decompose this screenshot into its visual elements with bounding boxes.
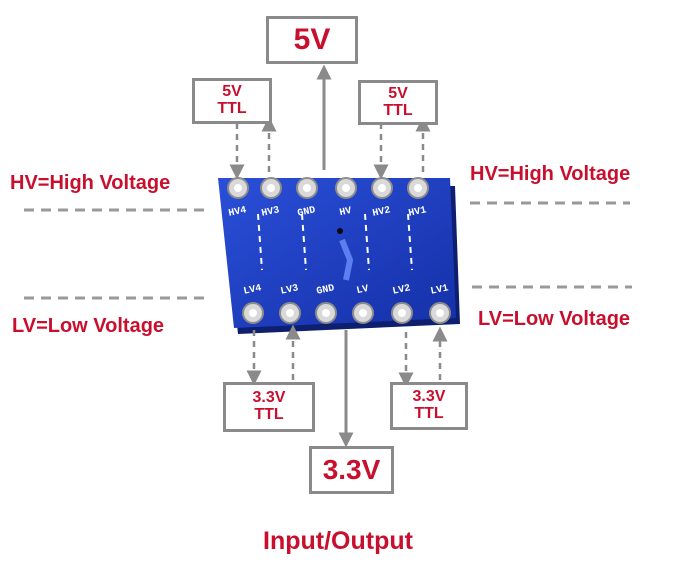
hv-ttl-left-box: 5V TTL [192, 78, 272, 124]
pin-label-bottom-lv3: LV3 [280, 283, 300, 298]
supply-3v3-box: 3.3V [309, 446, 394, 494]
pin-label-top-hv2: HV2 [372, 205, 392, 220]
hv-ttl-left-line1: 5V [222, 83, 242, 101]
pin-label-bottom-gnd: GND [316, 283, 336, 298]
lv-ttl-left-box: 3.3V TTL [223, 382, 315, 432]
lv-ttl-right-box: 3.3V TTL [390, 382, 468, 430]
supply-5v-box: 5V [266, 16, 358, 64]
hv-label-left: HV=High Voltage [10, 172, 171, 194]
pin-label-bottom-lv: LV [356, 284, 370, 297]
hv-ttl-right-line1: 5V [388, 84, 408, 102]
pin-label-top-hv3: HV3 [261, 205, 281, 220]
lv-ttl-left-line2: TTL [254, 406, 284, 423]
pin-label-top-hv1: HV1 [408, 205, 428, 220]
pin-label-top-hv: HV [339, 206, 353, 219]
lv-ttl-right-line1: 3.3V [412, 388, 446, 406]
hv-ttl-right-box: 5V TTL [358, 80, 438, 125]
hv-ttl-left-line2: TTL [217, 100, 247, 117]
lv-label-left: LV=Low Voltage [12, 315, 165, 337]
level-shifter-board [218, 177, 460, 334]
pin-label-bottom-lv4: LV4 [243, 283, 263, 298]
lv-ttl-right-line2: TTL [414, 405, 444, 422]
supply-5v-label: 5V [293, 23, 331, 57]
bottom-pin-labels: LV4 LV3 GND LV LV2 LV1 [243, 283, 450, 298]
top-pin-labels: HV4 HV3 GND HV HV2 HV1 [228, 205, 428, 220]
caption-input-output: Input/Output [263, 527, 413, 555]
pin-label-top-hv4: HV4 [228, 205, 248, 220]
lv-ttl-left-line1: 3.3V [252, 389, 286, 407]
lv-label-right: LV=Low Voltage [478, 308, 631, 330]
hv-ttl-right-line2: TTL [383, 101, 413, 119]
pin-label-bottom-lv1: LV1 [430, 283, 450, 298]
supply-3v3-label: 3.3V [322, 454, 381, 486]
hv-label-right: HV=High Voltage [470, 163, 631, 185]
pin-label-top-gnd: GND [297, 205, 317, 220]
pin-label-bottom-lv2: LV2 [392, 283, 412, 298]
